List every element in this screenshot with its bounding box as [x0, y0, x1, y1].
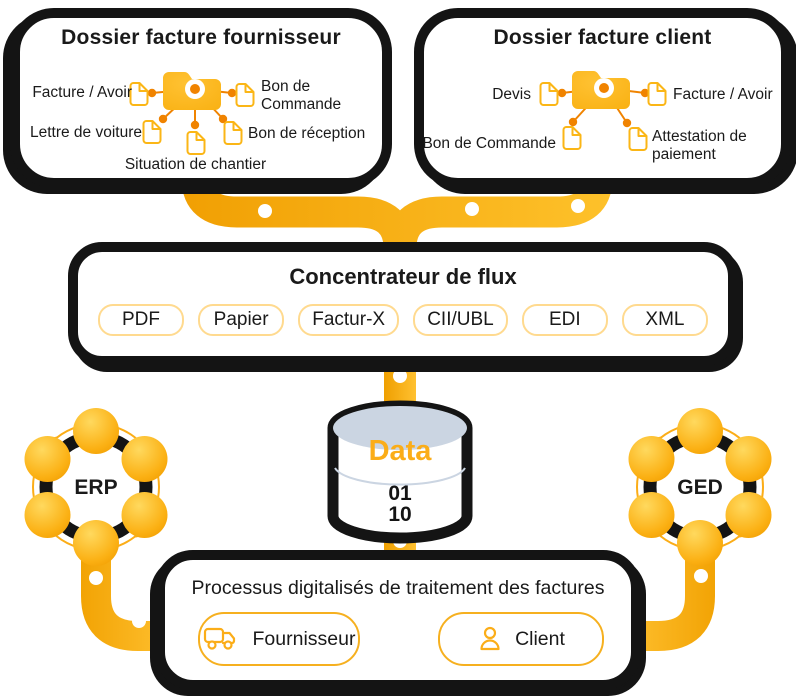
link-dots [147, 88, 237, 130]
fournisseur-button-label: Fournisseur [252, 627, 356, 650]
supplier-panel-title: Dossier facture fournisseur [61, 26, 341, 49]
doc-label-attestation-paiement: Attestation de paiement [652, 128, 747, 163]
ged-label: GED [677, 476, 723, 499]
merge-band [181, 160, 613, 264]
process-title: Processus digitalisés de traitement des … [191, 577, 605, 599]
format-pill-factur-x: Factur-X [298, 304, 400, 336]
document-icons [539, 82, 667, 151]
client-button[interactable]: Client [438, 612, 604, 666]
database-label: Data [369, 435, 433, 467]
erp-system-cycle: ERP [24, 408, 168, 566]
erp-label: ERP [74, 476, 117, 499]
binary-top: 01 [388, 482, 412, 505]
supplier-folder-cluster [129, 71, 255, 155]
format-pill-xml: XML [621, 304, 708, 336]
folder-icon [163, 71, 221, 110]
doc-label-bon-de-commande: Bon de Commande [261, 78, 342, 113]
ged-to-process-band [624, 528, 715, 651]
supplier-invoice-folder-panel: Dossier facture fournisseur [10, 8, 392, 188]
format-pill-papier: Papier [198, 304, 285, 336]
format-pill-edi: EDI [521, 304, 608, 336]
doc-label-bon-de-reception: Bon de réception [248, 125, 366, 142]
client-panel-title: Dossier facture client [493, 26, 712, 49]
doc-label-lettre-de-voiture: Lettre de voiture [29, 124, 142, 141]
client-folder-cluster [539, 70, 667, 151]
format-pill-row: PDF Papier Factur-X CII/UBL EDI XML [98, 304, 708, 336]
client-invoice-folder-panel: Dossier facture client [414, 8, 791, 188]
erp-to-process-band [81, 528, 172, 651]
flow-concentrator-panel: Concentrateur de flux PDF Papier Factur-… [68, 242, 738, 366]
document-icons [129, 82, 255, 155]
link-dots [557, 88, 650, 128]
doc-label-bon-de-commande: Bon de Commande [422, 135, 556, 152]
truck-icon [203, 627, 235, 650]
ged-system-cycle: GED [628, 408, 772, 566]
digitized-process-panel: Processus digitalisés de traitement des … [155, 550, 641, 690]
doc-label-facture-avoir: Facture / Avoir [673, 86, 773, 103]
data-database-cylinder: Data 01 10 [327, 400, 473, 544]
cycle-balls [628, 408, 772, 566]
fournisseur-button[interactable]: Fournisseur [198, 612, 360, 666]
binary-bottom: 10 [388, 503, 411, 526]
folder-icon [572, 70, 630, 109]
doc-label-situation-de-chantier: Situation de chantier [124, 156, 267, 173]
cycle-balls [24, 408, 168, 566]
format-pill-cii-ubl: CII/UBL [413, 304, 508, 336]
doc-label-facture-avoir: Facture / Avoir [32, 84, 132, 101]
person-icon [480, 626, 500, 651]
doc-label-devis: Devis [492, 86, 531, 103]
format-pill-pdf: PDF [98, 304, 184, 336]
client-button-label: Client [515, 627, 565, 650]
hub-title: Concentrateur de flux [289, 264, 517, 289]
